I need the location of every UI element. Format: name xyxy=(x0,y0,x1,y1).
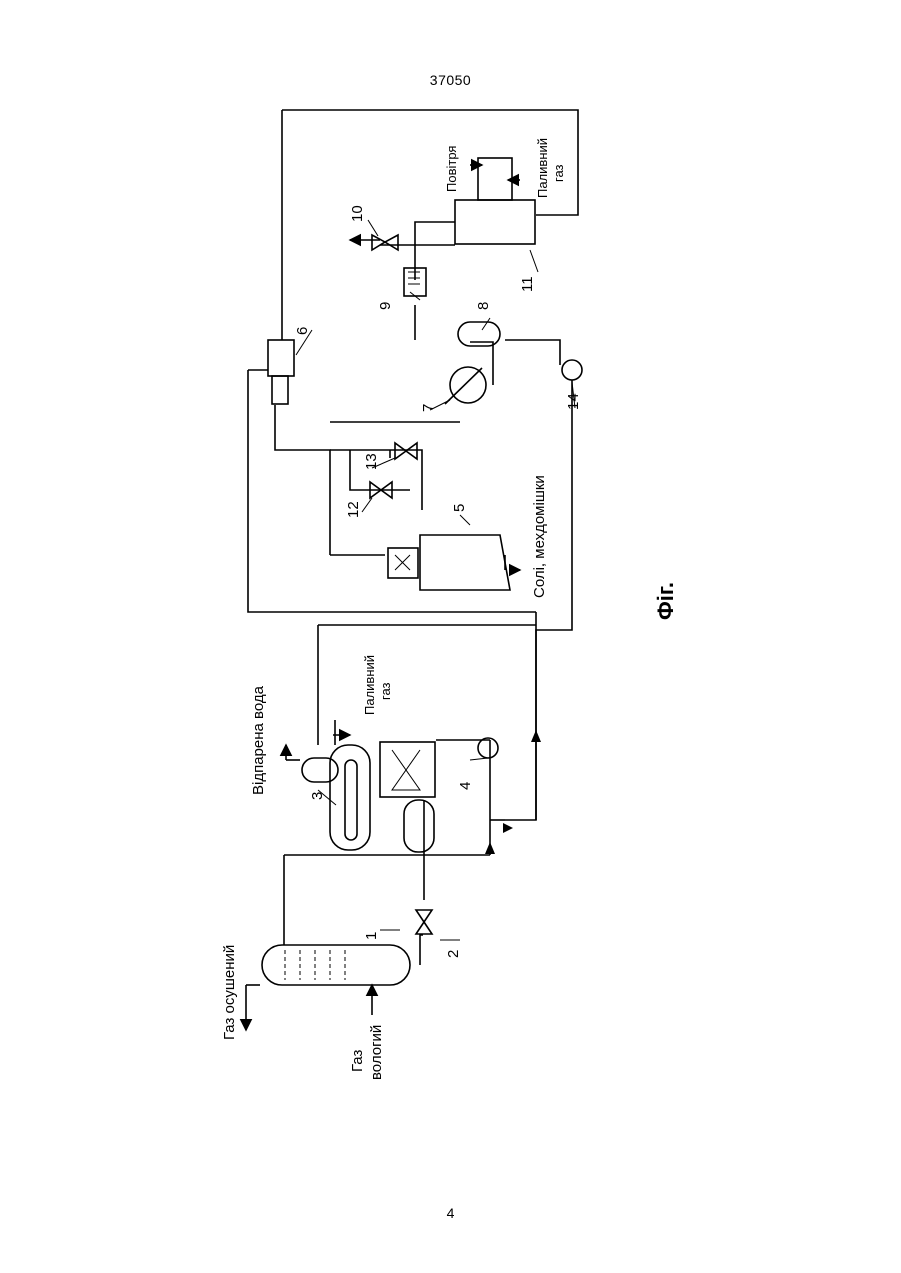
num-5: 5 xyxy=(451,504,468,512)
num-7: 7 xyxy=(420,404,437,412)
num-3: 3 xyxy=(309,792,326,800)
label-salts: Солі, мехдомішки xyxy=(531,475,548,598)
label-fuel-gas-1-line1: Паливний xyxy=(362,655,377,715)
valve-10 xyxy=(372,235,398,250)
num-1: 1 xyxy=(363,932,380,940)
pump-4 xyxy=(478,738,498,758)
page-number-bottom: 4 xyxy=(0,1205,901,1221)
num-11: 11 xyxy=(519,276,536,292)
pump-14 xyxy=(562,360,582,380)
num-4: 4 xyxy=(457,782,474,790)
num-9: 9 xyxy=(377,302,394,310)
flow-arrows xyxy=(246,165,541,1030)
unit-6 xyxy=(268,340,294,404)
label-gas-dried: Газ осушений xyxy=(221,945,238,1040)
num-10: 10 xyxy=(349,205,366,222)
num-2: 2 xyxy=(445,950,462,958)
label-air: Повітря xyxy=(444,146,459,192)
furnace-11 xyxy=(455,158,535,244)
separator-5 xyxy=(388,535,510,590)
valve-2 xyxy=(416,910,432,934)
num-6: 6 xyxy=(294,327,311,335)
num-14: 14 xyxy=(565,393,582,410)
figure-caption: Фіг. xyxy=(653,582,678,620)
piping xyxy=(248,110,578,965)
label-stripped-water: Відпарена вода xyxy=(250,685,267,795)
heat-exchanger-7 xyxy=(445,367,486,404)
num-8: 8 xyxy=(475,302,492,310)
label-fuel-gas-2-line2: газ xyxy=(551,164,566,182)
label-fuel-gas-2-line1: Паливний xyxy=(535,138,550,198)
label-fuel-gas-1-line2: газ xyxy=(378,682,393,700)
compressor-9 xyxy=(404,268,426,296)
num-13: 13 xyxy=(363,453,380,470)
num-12: 12 xyxy=(345,501,362,518)
valve-13 xyxy=(395,443,417,459)
column-1 xyxy=(262,945,410,985)
label-gas-wet-line1: Газ xyxy=(349,1050,366,1072)
label-gas-wet-line2: вологий xyxy=(368,1025,385,1080)
